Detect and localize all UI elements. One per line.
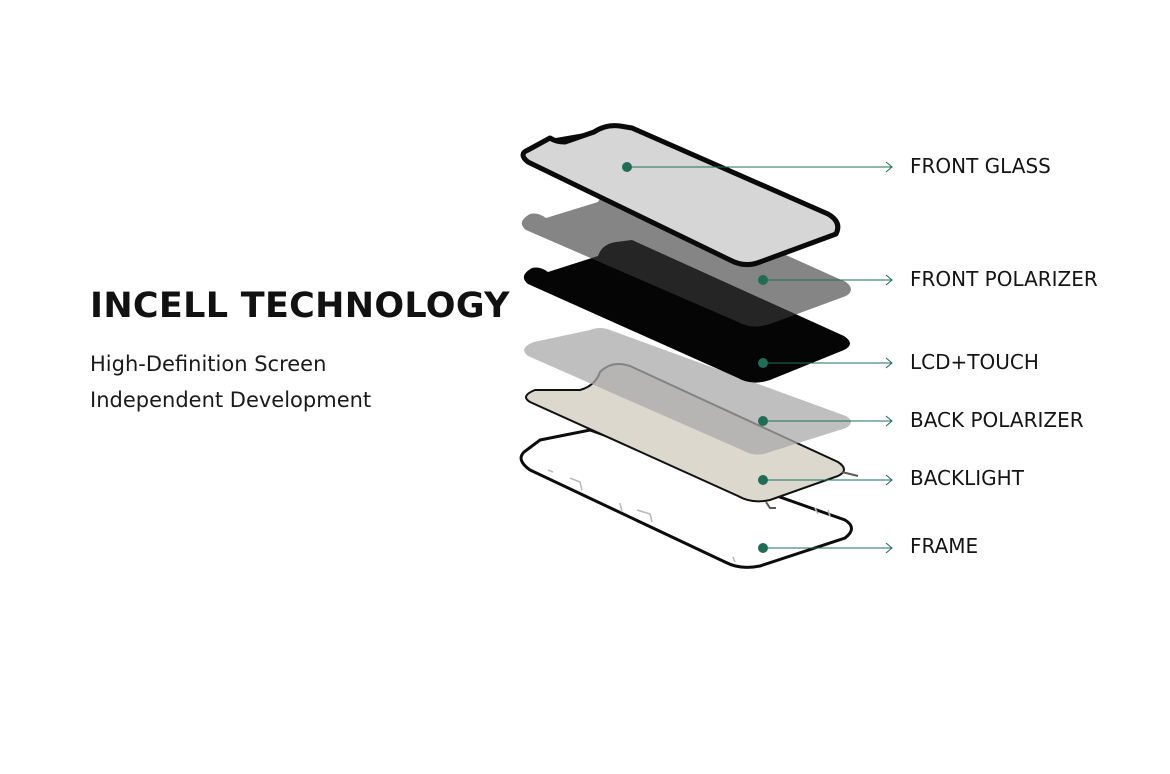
callout-front-glass xyxy=(622,161,893,173)
label-lcd-touch: LCD+TOUCH xyxy=(910,350,1039,374)
layer-lcd-touch xyxy=(523,240,850,383)
subtitle-line-2: Independent Development xyxy=(90,388,372,412)
callout-front-polarizer xyxy=(758,274,893,286)
label-frame: FRAME xyxy=(910,534,978,558)
subtitle-line-1: High-Definition Screen xyxy=(90,352,327,376)
label-backlight: BACKLIGHT xyxy=(910,466,1025,490)
layer-frame xyxy=(519,428,853,569)
callout-lcd-touch xyxy=(758,357,893,369)
label-front-glass: FRONT GLASS xyxy=(910,154,1051,178)
layer-front-glass xyxy=(520,123,841,268)
layer-front-polarizer xyxy=(521,186,851,327)
callout-back-polarizer xyxy=(758,415,893,427)
label-front-polarizer: FRONT POLARIZER xyxy=(910,267,1098,291)
callout-frame xyxy=(758,542,893,554)
label-back-polarizer: BACK POLARIZER xyxy=(910,408,1084,432)
layer-back-polarizer xyxy=(524,328,851,455)
page-title: INCELL TECHNOLOGY xyxy=(90,286,510,326)
callout-backlight xyxy=(758,474,893,486)
